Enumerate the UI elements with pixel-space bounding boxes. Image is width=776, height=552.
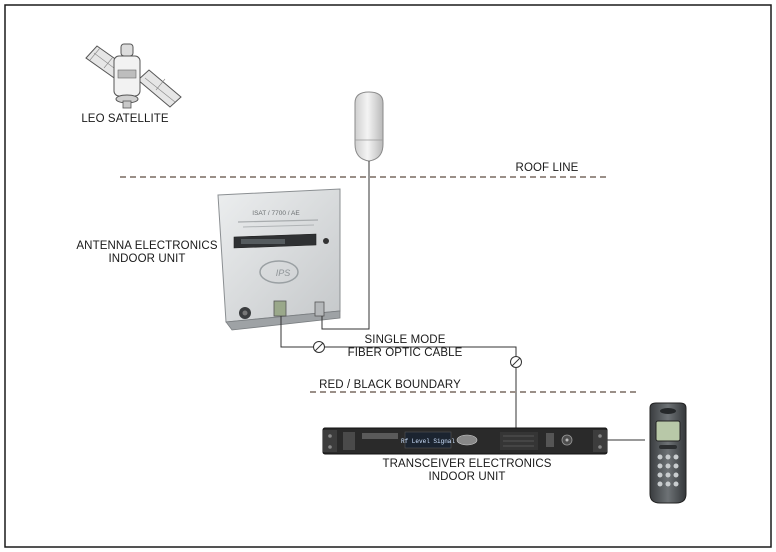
satellite-phone-icon: [649, 402, 687, 504]
antenna-coax-cable: [321, 161, 370, 330]
fiber-optic-label-line2: FIBER OPTIC CABLE: [347, 347, 463, 359]
fiber-optic-cable: [280, 316, 517, 428]
roof-line-label: ROOF LINE: [515, 162, 579, 174]
satellite-icon: [85, 43, 182, 109]
antenna-electronics-unit-icon: ISAT / 7700 / AE IPS: [217, 188, 341, 331]
rack-display-text: Rf Level Signal: [401, 438, 455, 445]
transceiver-label-line1: TRANSCEIVER ELECTRONICS: [382, 458, 552, 470]
leo-satellite-label: LEO SATELLITE: [81, 113, 169, 125]
fiber-connector-icon: [510, 356, 522, 368]
diagram-border: [4, 4, 772, 548]
transceiver-rack-unit-icon: Rf Level Signal: [322, 427, 608, 455]
fiber-optic-cable-label: SINGLE MODE FIBER OPTIC CABLE: [336, 334, 474, 360]
antenna-model-text: ISAT / 7700 / AE: [252, 210, 300, 217]
fiber-optic-label-line1: SINGLE MODE: [364, 334, 446, 346]
antenna-dome-icon: [354, 91, 384, 162]
red-black-boundary-label: RED / BLACK BOUNDARY: [319, 379, 461, 391]
transceiver-label-line2: INDOOR UNIT: [428, 471, 506, 483]
antenna-electronics-label-line1: ANTENNA ELECTRONICS: [76, 240, 218, 252]
svg-text:IPS: IPS: [276, 268, 291, 278]
transceiver-electronics-label: TRANSCEIVER ELECTRONICS INDOOR UNIT: [375, 458, 559, 484]
antenna-electronics-label: ANTENNA ELECTRONICS INDOOR UNIT: [72, 240, 222, 266]
fiber-connector-icon: [313, 341, 325, 353]
antenna-electronics-label-line2: INDOOR UNIT: [108, 253, 186, 265]
